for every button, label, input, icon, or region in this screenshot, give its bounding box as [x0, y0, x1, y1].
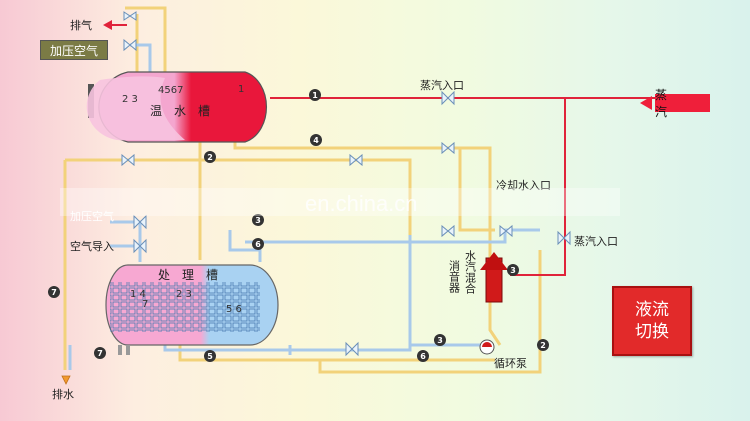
marker-1: 1: [312, 91, 318, 100]
proc-tank-marker-left2: 7: [142, 299, 148, 310]
marker-4: 4: [313, 136, 319, 145]
warm-tank-marker-top: 4567: [158, 85, 183, 96]
label-pump: 循环泵: [494, 357, 527, 370]
valve-icon: [557, 230, 571, 246]
exhaust-arrow-icon: [103, 20, 112, 30]
proc-tank-marker-left: 1 4: [130, 289, 146, 300]
marker-2b: 2: [540, 341, 546, 350]
pressurized-air-label: 加压空气: [40, 40, 108, 60]
label-mixer: 水汽混合: [464, 250, 477, 294]
cold-piping: [68, 43, 540, 370]
valve-icon: [349, 153, 363, 167]
valve-icon: [441, 141, 455, 155]
label-pressurized-mid: 加压空气: [70, 209, 114, 223]
label-steam-inlet-right: 蒸汽入口: [574, 234, 618, 248]
warm-tank-marker-right: 1: [238, 84, 244, 95]
label-air-inlet: 空气导入: [70, 239, 114, 253]
valve-icon: [123, 38, 137, 52]
label-exhaust-top: 排气: [70, 18, 92, 32]
label-process-tank: 处 理 槽: [158, 268, 218, 282]
label-drain: 排水: [52, 387, 74, 401]
mixer-unit: [480, 252, 508, 303]
valve-icon: [499, 224, 513, 238]
steam-tag: 蒸 汽: [655, 88, 710, 119]
label-cooling-inlet: 冷却水入口: [496, 179, 551, 192]
valve-icon: [121, 153, 135, 167]
steam-piping: [110, 24, 655, 276]
valve-icon: [123, 11, 137, 21]
marker-3b: 3: [437, 336, 443, 345]
warm-piping: [63, 6, 542, 374]
valve-icon: [441, 90, 455, 106]
label-warm-tank: 温 水 槽: [150, 104, 210, 118]
watermark-band: [60, 188, 620, 216]
label-silencer: 消音器: [448, 259, 461, 294]
marker-2: 2: [207, 153, 213, 162]
marker-3: 3: [255, 216, 261, 225]
marker-6b: 6: [420, 352, 426, 361]
proc-tank-marker-mid: 2 3: [176, 289, 192, 300]
steam-arrow-icon: [640, 96, 652, 110]
drain-icon: [61, 375, 71, 385]
marker-7b: 7: [97, 349, 103, 358]
valve-icon: [345, 341, 359, 357]
valve-icon: [441, 224, 455, 238]
marker-7: 7: [51, 288, 57, 297]
valves: [121, 11, 571, 357]
proc-tank-marker-right: 5 6: [226, 304, 242, 315]
valve-icon: [133, 214, 147, 230]
pump-icon: [479, 339, 495, 355]
flow-switch-button[interactable]: 液流 切换: [612, 286, 692, 356]
valve-icon: [133, 238, 147, 254]
warm-tank-marker-left: 2 3: [122, 94, 138, 105]
marker-3c: 3: [510, 266, 516, 275]
label-steam-inlet-top: 蒸汽入口: [420, 78, 464, 92]
watermark-text: en.china.cn: [305, 191, 418, 216]
marker-5: 5: [207, 352, 213, 361]
marker-6: 6: [255, 240, 261, 249]
warm-water-tank: [86, 71, 268, 143]
process-tank: [105, 264, 279, 355]
number-markers: [48, 89, 549, 362]
